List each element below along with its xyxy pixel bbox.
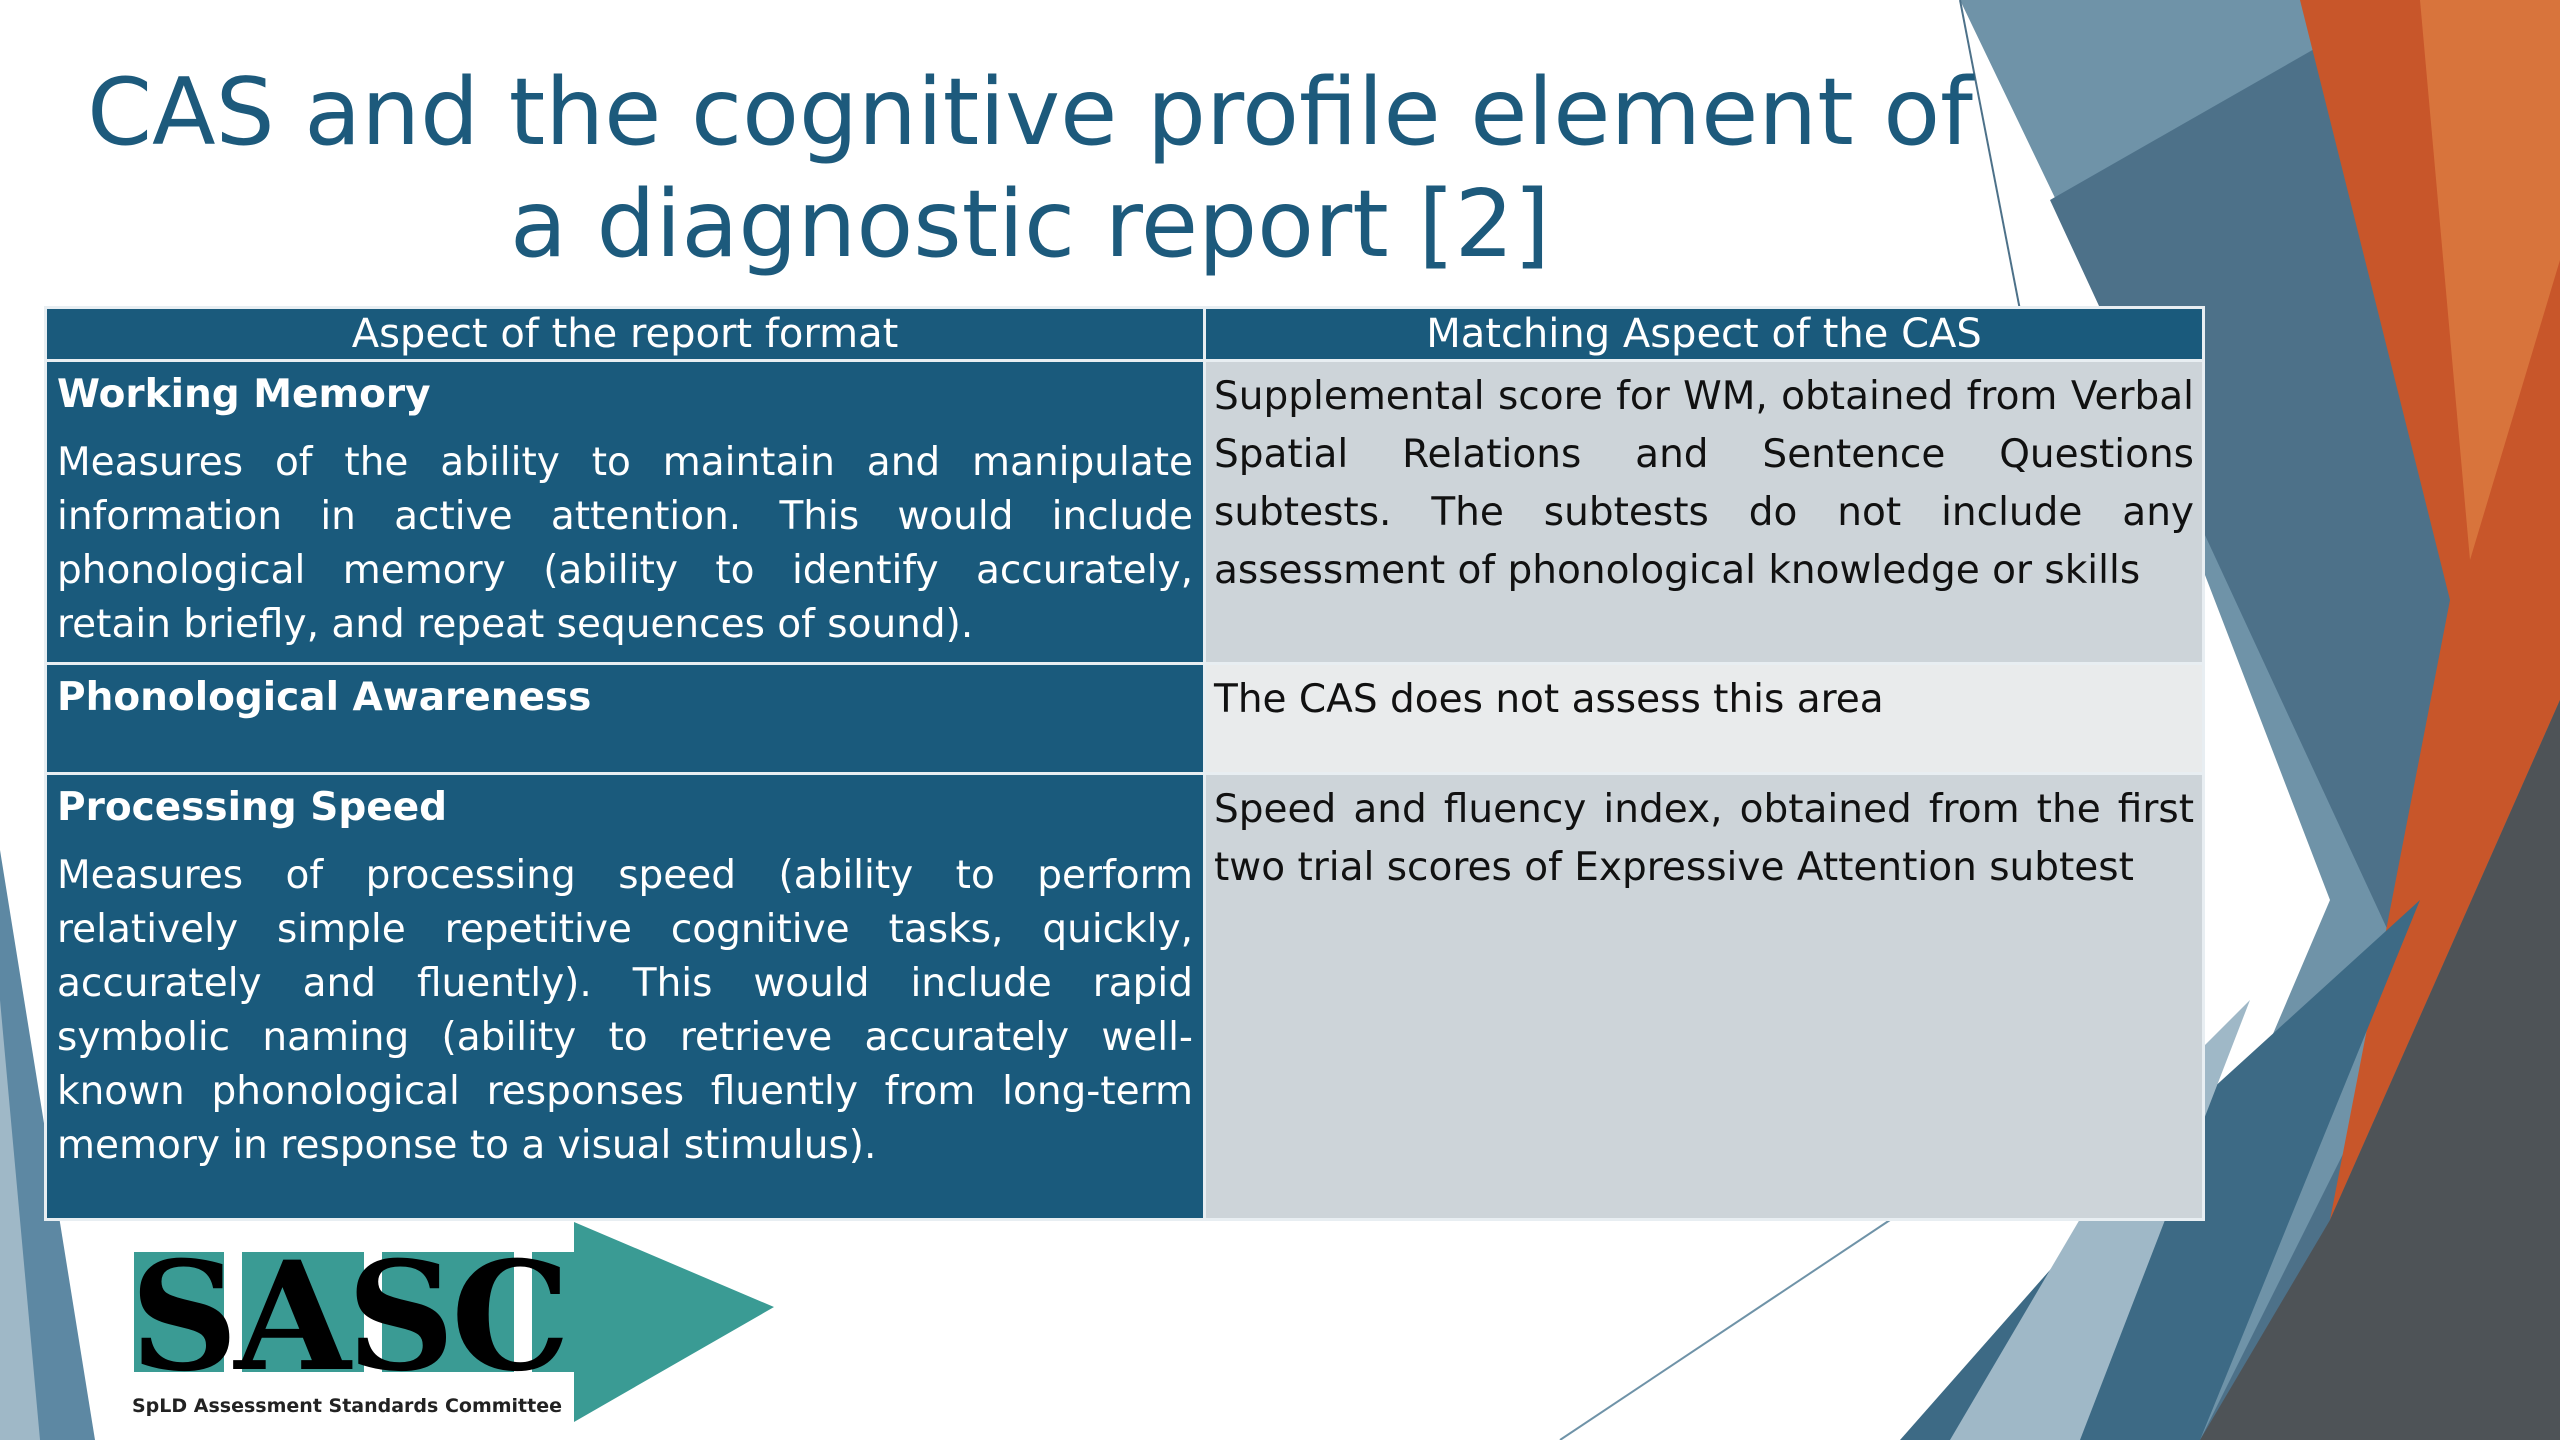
logo-subtitle: SpLD Assessment Standards Committee — [132, 1395, 562, 1417]
match-text: Speed and fluency index, obtained from t… — [1214, 787, 2194, 890]
aspect-cell-processing-speed: Processing Speed Measures of processing … — [44, 772, 1206, 1221]
table-header-row: Aspect of the report format Matching Asp… — [44, 306, 2205, 362]
aspect-cell-phonological-awareness: Phonological Awareness — [44, 662, 1206, 775]
header-report-format: Aspect of the report format — [44, 306, 1206, 362]
aspect-description: Measures of the ability to maintain and … — [57, 440, 1193, 647]
bg-shape-left-pale — [0, 1000, 40, 1440]
logo-text: SASC — [130, 1229, 570, 1405]
match-text: The CAS does not assess this area — [1214, 677, 1884, 722]
sasc-logo: SASC SpLD Assessment Standards Committee — [124, 1222, 784, 1432]
comparison-table: Aspect of the report format Matching Asp… — [44, 306, 2205, 1221]
slide-title-line-2: a diagnostic report [2] — [509, 170, 1551, 278]
bg-line-thin-2 — [1559, 1219, 1891, 1440]
bg-shape-orange-light — [2420, 0, 2560, 560]
bg-shape-dark-grey — [2200, 700, 2560, 1440]
match-cell-phonological-awareness: The CAS does not assess this area — [1203, 662, 2205, 775]
match-cell-processing-speed: Speed and fluency index, obtained from t… — [1203, 772, 2205, 1221]
aspect-name: Phonological Awareness — [57, 675, 592, 720]
slide-title: CAS and the cognitive profile element of… — [80, 56, 1980, 280]
aspect-cell-working-memory: Working Memory Measures of the ability t… — [44, 359, 1206, 665]
match-cell-working-memory: Supplemental score for WM, obtained from… — [1203, 359, 2205, 665]
slide-title-line-1: CAS and the cognitive profile element of — [87, 58, 1973, 166]
aspect-name: Processing Speed — [57, 785, 448, 830]
aspect-description: Measures of processing speed (ability to… — [57, 853, 1193, 1168]
table-row-working-memory: Working Memory Measures of the ability t… — [44, 359, 2205, 665]
logo-arrow-icon — [134, 1222, 774, 1422]
header-cas-aspect: Matching Aspect of the CAS — [1203, 306, 2205, 362]
match-text: Supplemental score for WM, obtained from… — [1214, 374, 2194, 593]
table-row-phonological-awareness: Phonological Awareness The CAS does not … — [44, 662, 2205, 775]
table-row-processing-speed: Processing Speed Measures of processing … — [44, 772, 2205, 1221]
aspect-name: Working Memory — [57, 372, 431, 417]
bg-line-thin-1 — [1959, 0, 2021, 311]
